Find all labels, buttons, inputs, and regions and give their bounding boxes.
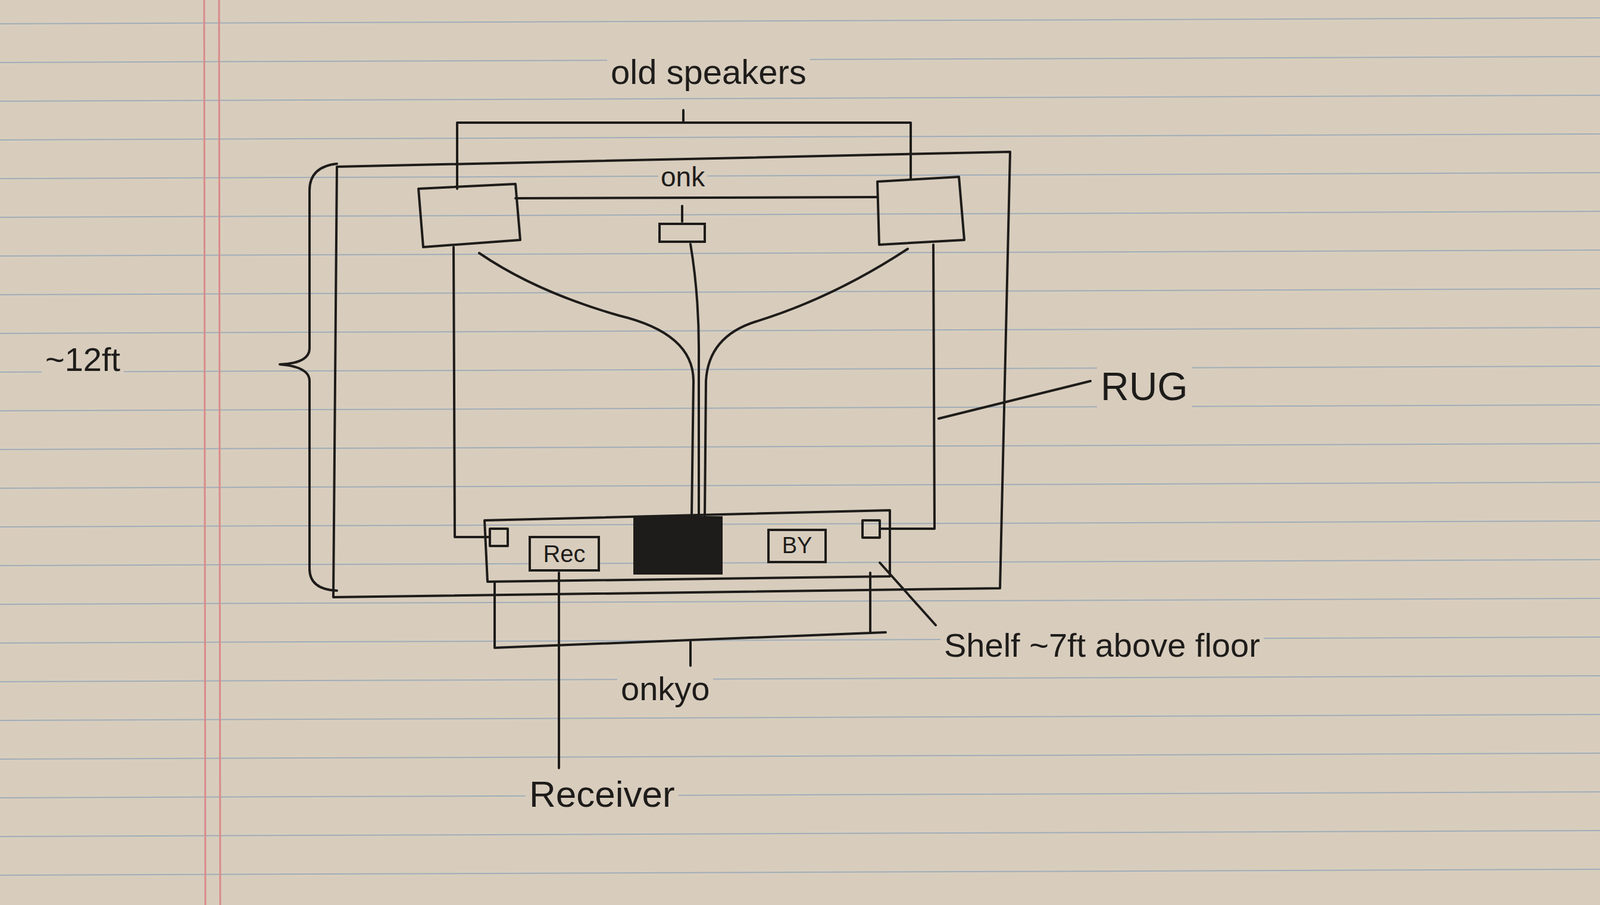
speaker-wire — [704, 248, 908, 517]
speaker-box — [877, 176, 965, 245]
ruled-lines — [0, 17, 1600, 875]
speaker-wire — [690, 244, 699, 517]
leader-line — [557, 572, 561, 768]
sketch-ink — [279, 110, 1091, 768]
group-label: old speakers — [607, 52, 811, 93]
leader-line — [689, 641, 692, 666]
rug-outline — [333, 151, 1011, 598]
device-box: Rec — [528, 535, 600, 572]
shelf-outline — [484, 510, 890, 582]
margin-lines — [204, 0, 221, 905]
device-box: BY — [767, 528, 827, 564]
device-box: onk — [658, 222, 706, 243]
speaker-wire — [453, 247, 490, 537]
callout-label: Receiver — [525, 772, 679, 815]
box-text: BY — [782, 533, 813, 559]
speaker-wire — [479, 252, 694, 517]
leader-line — [879, 562, 936, 625]
device-label: onkyo — [617, 669, 714, 708]
box-heading: onk — [658, 161, 708, 193]
callout-label: RUG — [1097, 364, 1192, 410]
dimension-brace — [279, 163, 337, 591]
box-text: Rec — [542, 540, 586, 567]
leader-line — [680, 205, 684, 222]
speaker-link — [515, 197, 878, 199]
subwoofer-block — [634, 517, 722, 574]
speaker-wire — [879, 244, 935, 529]
shelf-front — [494, 572, 886, 648]
dimension-label: ~12ft — [41, 340, 124, 379]
callout-label: Shelf ~7ft above floor — [940, 626, 1264, 665]
terminal-square — [489, 528, 508, 546]
terminal-square — [862, 520, 880, 538]
speaker-box — [418, 183, 521, 248]
leader-line — [938, 380, 1091, 419]
